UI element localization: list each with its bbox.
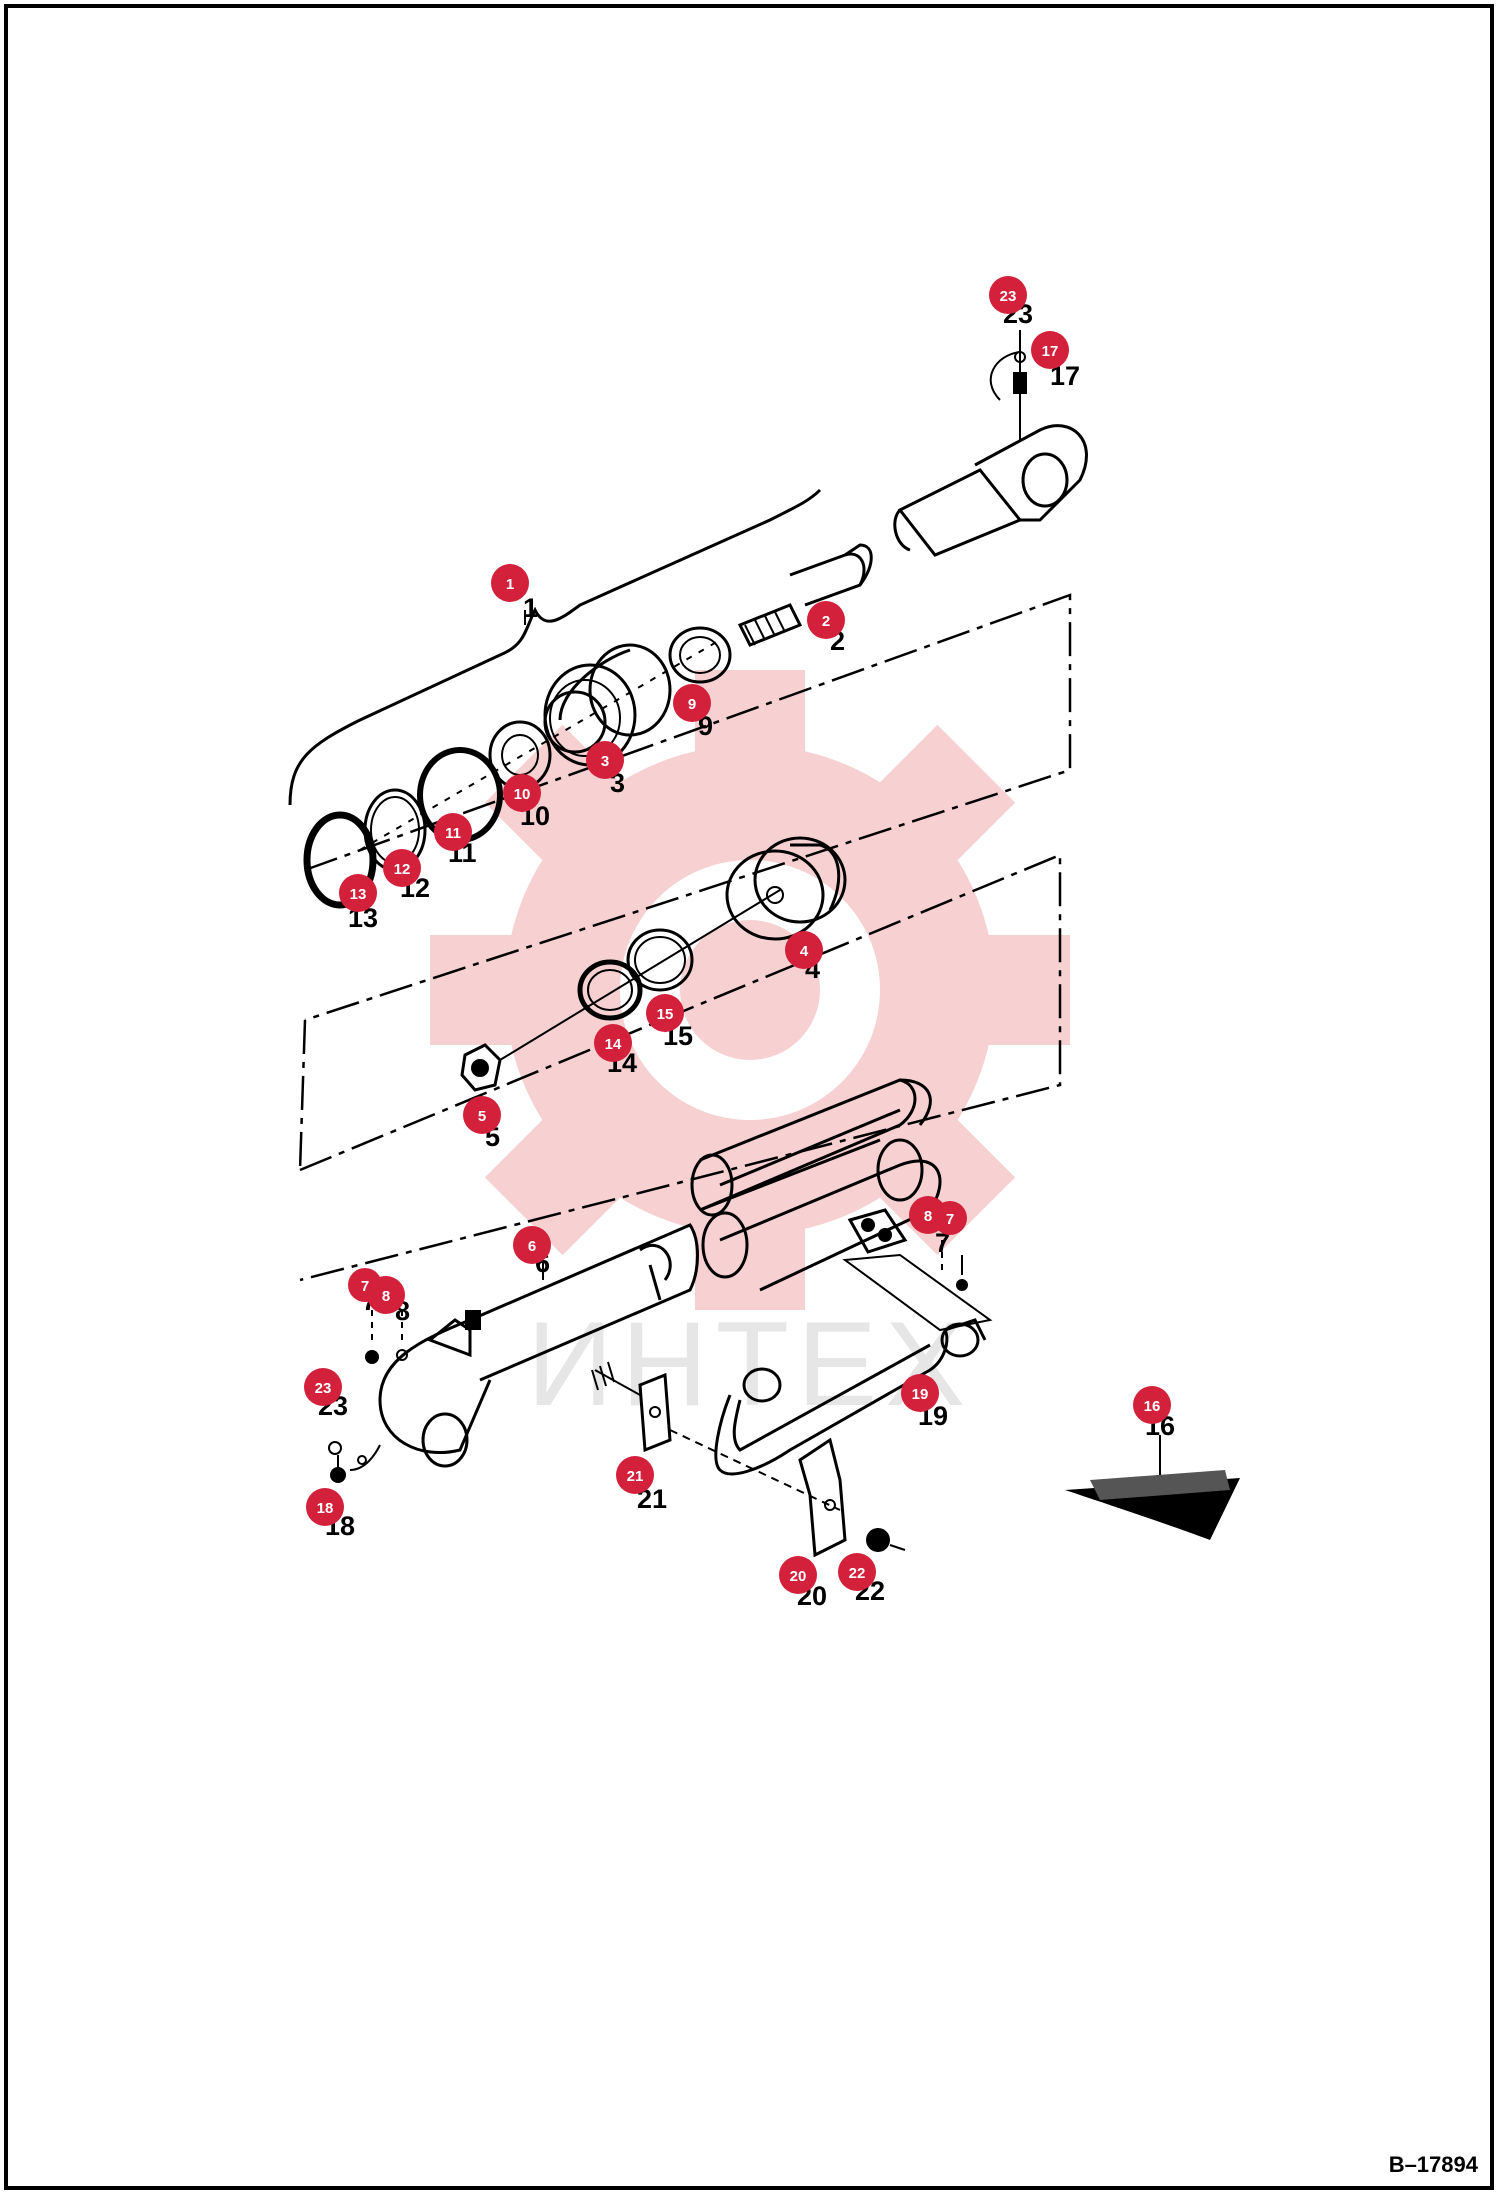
svg-text:22: 22 <box>849 1565 866 1582</box>
svg-text:23: 23 <box>315 1380 332 1397</box>
svg-text:8: 8 <box>924 1208 932 1225</box>
outline-link <box>298 1019 307 1171</box>
svg-text:19: 19 <box>912 1386 929 1403</box>
callout-badge-15[interactable]: 15 <box>646 994 684 1032</box>
svg-text:14: 14 <box>605 1036 622 1053</box>
fitting-block-right <box>842 1208 993 1332</box>
svg-text:11: 11 <box>445 825 461 842</box>
svg-text:6: 6 <box>528 1238 536 1255</box>
piston-4 <box>725 836 847 941</box>
nut-22 <box>866 1528 906 1552</box>
svg-text:7: 7 <box>946 1211 954 1228</box>
svg-text:3: 3 <box>601 753 609 770</box>
svg-text:8: 8 <box>382 1288 390 1305</box>
svg-text:18: 18 <box>317 1500 334 1517</box>
svg-text:2: 2 <box>822 613 830 630</box>
seal-14 <box>577 959 643 1021</box>
seal-group-outline <box>304 593 1072 1022</box>
svg-text:15: 15 <box>657 1006 674 1023</box>
svg-text:7: 7 <box>361 1278 369 1295</box>
svg-text:9: 9 <box>688 696 696 713</box>
diagram-border <box>4 4 1494 2190</box>
fastener-left <box>365 1310 408 1364</box>
grease-fitting <box>989 330 1027 440</box>
svg-text:13: 13 <box>350 886 367 903</box>
cylinder-rod <box>690 1078 932 1217</box>
callout-badge-6[interactable]: 6 <box>513 1226 551 1264</box>
drawing-reference: B–17894 <box>1388 2152 1478 2177</box>
watermark-text: ИНТЕХ <box>527 1297 973 1431</box>
callout-badge-16[interactable]: 16 <box>1133 1386 1171 1424</box>
rod-eye <box>893 424 1088 557</box>
callout-badge-3[interactable]: 3 <box>586 741 624 779</box>
callout-badge-7-right[interactable]: 7 <box>933 1201 967 1235</box>
watermark-gear-icon <box>430 670 1070 1310</box>
svg-text:21: 21 <box>627 1468 644 1485</box>
svg-text:16: 16 <box>1144 1398 1161 1415</box>
grease-fitting-left <box>328 1441 381 1483</box>
callout-badge-23-left[interactable]: 23 <box>304 1368 342 1406</box>
callout-badge-20[interactable]: 20 <box>779 1556 817 1594</box>
callout-badge-14[interactable]: 14 <box>594 1024 632 1062</box>
callout-badges[interactable]: 1 2 3 4 5 6 7 8 9 10 11 12 13 14 15 16 1… <box>304 276 1171 1594</box>
leader-lines <box>524 610 1161 1455</box>
bracket-20 <box>669 1429 847 1558</box>
callout-badge-9[interactable]: 9 <box>673 684 711 722</box>
barrel-fitting <box>427 1310 481 1358</box>
piston-axis <box>499 889 781 1061</box>
part-number-7-right: 7 <box>935 1228 950 1258</box>
part-number-1: 1 <box>523 593 538 623</box>
svg-text:23: 23 <box>1000 288 1017 305</box>
clamp-21 <box>591 1361 672 1453</box>
callout-badge-5[interactable]: 5 <box>463 1096 501 1134</box>
callout-badge-23-top[interactable]: 23 <box>989 276 1027 314</box>
gland-3 <box>543 643 672 767</box>
callout-badge-22[interactable]: 22 <box>838 1553 876 1591</box>
svg-text:1: 1 <box>506 576 514 593</box>
callout-badge-12[interactable]: 12 <box>383 849 421 887</box>
svg-text:12: 12 <box>394 861 411 878</box>
seal-9 <box>668 626 732 684</box>
callout-badge-13[interactable]: 13 <box>339 874 377 912</box>
callout-badge-21[interactable]: 21 <box>616 1456 654 1494</box>
assembly-bracket <box>288 488 822 806</box>
callout-badge-10[interactable]: 10 <box>503 774 541 812</box>
callout-badge-2[interactable]: 2 <box>807 601 845 639</box>
decal-16 <box>1065 1455 1240 1540</box>
seal-15 <box>626 928 694 992</box>
svg-text:10: 10 <box>514 786 531 803</box>
svg-text:5: 5 <box>478 1108 486 1125</box>
callout-badge-1[interactable]: 1 <box>491 564 529 602</box>
callout-badge-11[interactable]: 11 <box>434 813 472 851</box>
bolt-part <box>737 543 873 647</box>
nut-5 <box>460 1043 502 1092</box>
svg-text:17: 17 <box>1042 343 1059 360</box>
hydraulic-tube <box>714 1318 987 1476</box>
ring-13 <box>303 811 377 909</box>
svg-text:20: 20 <box>790 1568 807 1585</box>
svg-text:4: 4 <box>800 943 809 960</box>
callout-badge-8-left[interactable]: 8 <box>367 1276 405 1314</box>
callout-badge-19[interactable]: 19 <box>901 1374 939 1412</box>
callout-badge-17[interactable]: 17 <box>1031 331 1069 369</box>
callout-badge-4[interactable]: 4 <box>785 931 823 969</box>
callout-badge-18[interactable]: 18 <box>306 1488 344 1526</box>
